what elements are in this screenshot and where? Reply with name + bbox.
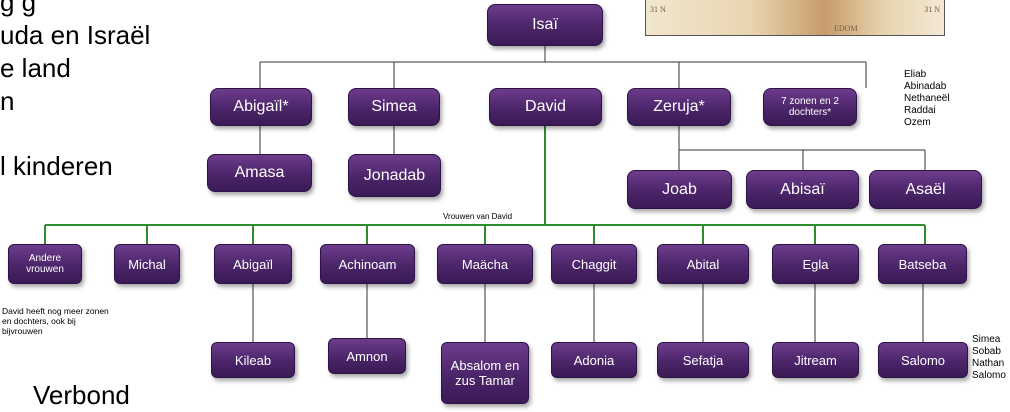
node-other-wives: Andere vrouwen: [8, 244, 82, 284]
other-children-note: David heeft nog meer zonen en dochters, …: [2, 306, 109, 336]
batseba-son-sobab: Sobab: [972, 346, 1001, 357]
node-joab: Joab: [627, 170, 732, 209]
background-text-line-3: e land: [0, 53, 71, 83]
node-egla: Egla: [772, 244, 859, 284]
background-text-line-4: n: [0, 86, 15, 116]
batseba-son-salomo: Salomo: [972, 370, 1006, 381]
node-abital: Abital: [657, 244, 749, 284]
background-text-line-6: Verbond: [33, 380, 130, 410]
node-absalom-tamar: Absalom en zus Tamar: [441, 342, 529, 404]
batseba-son-simea: Simea: [972, 334, 1001, 345]
background-text-line-5: l kinderen: [0, 151, 113, 181]
node-david: David: [489, 88, 602, 126]
node-salomo: Salomo: [878, 342, 968, 378]
node-simea: Simea: [348, 88, 440, 126]
son-eliab: Eliab: [904, 69, 927, 80]
node-isai: Isaï: [487, 4, 603, 46]
background-text-line-1: g g: [0, 0, 37, 17]
node-achinoam: Achinoam: [320, 244, 415, 284]
node-amasa: Amasa: [207, 154, 312, 192]
node-michal: Michal: [114, 244, 180, 284]
node-amnon: Amnon: [328, 338, 406, 374]
batseba-son-nathan: Nathan: [972, 358, 1005, 369]
node-batseba: Batseba: [878, 244, 967, 284]
node-jitream: Jitream: [772, 342, 859, 378]
batseba-sons-list: Simea Sobab Nathan Salomo: [972, 334, 1006, 382]
node-sefatja: Sefatja: [657, 342, 749, 378]
node-abisai: Abisaï: [746, 170, 859, 209]
map-label-right: 31 N: [924, 5, 940, 14]
node-abigail-daughter: Abigaïl*: [210, 88, 312, 126]
sons-list: Eliab Abinadab Nethaneël Raddai Ozem: [904, 69, 950, 129]
map-image: 31 N EDOM 31 N: [645, 0, 945, 36]
node-adonia: Adonia: [551, 342, 637, 378]
map-label-edom: EDOM: [834, 24, 858, 33]
node-zeruja: Zeruja*: [627, 88, 731, 126]
son-abinadab: Abinadab: [904, 81, 947, 92]
wives-label: Vrouwen van David: [443, 212, 513, 221]
background-text-line-2: uda en Israël: [0, 20, 151, 50]
node-maacha: Maächa: [437, 244, 533, 284]
son-nethaneel: Nethaneël: [904, 93, 950, 104]
son-raddai: Raddai: [904, 105, 936, 116]
node-seven-sons-two-daughters: 7 zonen en 2 dochters*: [763, 88, 857, 126]
son-ozem: Ozem: [904, 117, 931, 128]
node-asael: Asaël: [869, 170, 982, 209]
node-chaggit: Chaggit: [551, 244, 637, 284]
node-jonadab: Jonadab: [348, 154, 441, 197]
node-abigail-wife: Abigaïl: [214, 244, 292, 284]
map-label-left: 31 N: [650, 5, 666, 14]
node-kileab: Kileab: [211, 342, 295, 378]
